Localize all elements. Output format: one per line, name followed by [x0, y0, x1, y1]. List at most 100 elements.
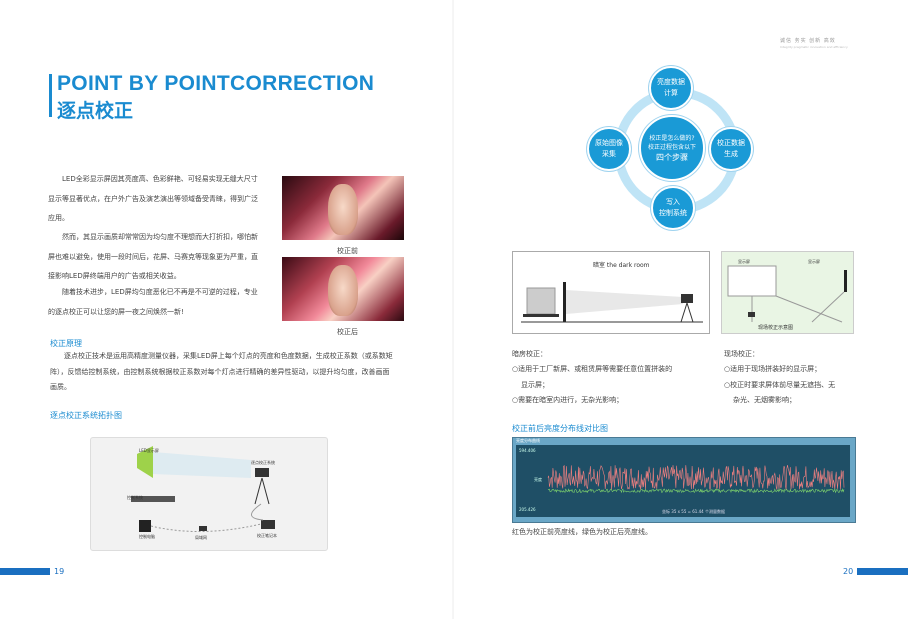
page-number-left: 19: [54, 567, 65, 576]
label-camera: 逐点校正系统: [251, 460, 275, 465]
chart-note: 红色为校正前亮度线，绿色为校正后亮度线。: [512, 528, 652, 536]
label-control-system: 控制系统: [127, 495, 143, 500]
darkroom-item: ○需要在暗室内进行，无杂光影响；: [512, 396, 624, 404]
pc-monitor-shape: [139, 520, 151, 532]
face-image: [328, 183, 358, 235]
principle-line: 逐点校正技术是运用高精度测量仪器，采集LED屏上每个灯点的亮度和色度数据，生成校…: [64, 352, 393, 360]
title-english: POINT BY POINTCORRECTION: [57, 72, 375, 95]
field-sublabel-2: 显示屏: [808, 259, 820, 264]
intro-line: 应用。: [48, 214, 69, 222]
intro-line: 显示等显著优点，在户外广告及演艺演出等领域备受青睐，得到广泛: [48, 194, 258, 203]
camera-link: [251, 503, 264, 521]
laptop-shape: [261, 520, 275, 529]
darkroom-item: ○适用于工厂新屏、或租赁屏等需要任意位置拼装的: [512, 365, 673, 373]
left-page: POINT BY POINTCORRECTION 逐点校正 LED全彩显示屏因其…: [0, 0, 452, 619]
darkroom-item: 显示屏；: [521, 380, 549, 389]
cycle-center: 校正是怎么做的? 校正过程包含以下 四个步骤: [639, 115, 705, 181]
page-number-right: 20: [843, 567, 854, 576]
face-image: [328, 264, 358, 316]
darkroom-svg: [521, 282, 703, 323]
intro-line: 的逐点校正可以让您的屏一夜之间焕然一新!: [48, 307, 184, 316]
side-screen-shape: [844, 270, 847, 292]
guide-line: [811, 291, 845, 323]
camera-shape: [255, 468, 269, 477]
step-image-capture: 原始图像 采集: [587, 127, 631, 171]
luminance-chart: 亮度分布曲线 594.406 205.426 亮度 坐标 35 x 55 = 6…: [512, 437, 856, 523]
field-list: ○适用于现场拼装好的显示屏； ○校正时要求屏体前尽量无遮挡、无 杂光、无烟雾影响…: [724, 362, 854, 409]
y-axis-label: 亮度: [534, 477, 542, 482]
camera-shape: [681, 294, 693, 303]
field-diagram: 显示屏 显示屏 现场校正示意图: [721, 251, 854, 334]
y-tick-top: 594.406: [519, 448, 536, 453]
router-shape: [199, 526, 207, 531]
guide-line: [775, 295, 843, 323]
topology-svg: [131, 446, 275, 533]
tripod-leg: [680, 302, 688, 323]
chart-heading: 校正前后亮度分布线对比图: [512, 424, 608, 433]
footer-bar-left: [0, 568, 50, 575]
title-accent-bar: [49, 74, 52, 117]
caption-before: 校正前: [337, 247, 358, 255]
chart-svg: [547, 464, 845, 494]
intro-line: LED全彩显示屏因其亮度高、色彩鲜艳、可轻易实现无缝大尺寸: [62, 175, 258, 183]
right-page: 诚信 务实 创新 高效 Integrity pragmatic innovati…: [454, 0, 908, 619]
header-tagline: 诚信 务实 创新 高效: [780, 38, 836, 44]
caption-after: 校正后: [337, 328, 358, 336]
label-control-pc: 控制电脑: [139, 534, 155, 539]
series-line-0: [547, 464, 845, 490]
field-item: 杂光、无烟雾影响；: [733, 396, 796, 404]
control-box-shape: [131, 496, 175, 502]
darkroom-heading: 暗房校正：: [512, 350, 547, 358]
tripod-leg: [254, 477, 263, 505]
intro-paragraph-2: 然而，其显示画质却常常因为均匀度不理想而大打折扣，哪怕新 屏也难以避免，使用一段…: [48, 228, 272, 287]
after-correction-photo: [282, 257, 404, 321]
before-correction-photo: [282, 176, 404, 240]
chart-status-text: 坐标 35 x 55 = 61.44 个测量数据: [662, 509, 725, 514]
led-screen-shape: [137, 446, 153, 478]
darkroom-list: ○适用于工厂新屏、或租赁屏等需要任意位置拼装的 显示屏； ○需要在暗室内进行，无…: [512, 362, 712, 409]
led-cabinet-shape: [526, 287, 556, 315]
intro-line: 随着技术进步，LED屏均匀度恶化已不再是不可逆的过程，专业: [62, 288, 258, 296]
tripod-leg: [686, 302, 694, 323]
intro-line: 接影响LED屏终端用户的广告或相关收益。: [48, 272, 181, 280]
principle-line: 画质。: [50, 383, 71, 391]
label-router: 局域网: [195, 535, 207, 540]
center-line: 校正是怎么做的?: [649, 134, 695, 142]
field-sublabel-1: 显示屏: [738, 259, 750, 264]
center-line: 校正过程包含以下: [647, 143, 696, 151]
principle-text: 逐点校正技术是运用高精度测量仪器，采集LED屏上每个灯点的亮度和色度数据，生成校…: [50, 349, 405, 396]
field-item: ○校正时要求屏体前尽量无遮挡、无: [724, 380, 836, 389]
label-laptop: 校正笔记本: [257, 533, 277, 538]
step-brightness-calc: 亮度数据 计算: [649, 66, 693, 110]
chart-window-title: 亮度分布曲线: [516, 438, 540, 443]
series-line-1: [547, 488, 845, 494]
intro-paragraph-3: 随着技术进步，LED屏均匀度恶化已不再是不可逆的过程，专业 的逐点校正可以让您的…: [48, 283, 272, 322]
intro-line: 然而，其显示画质却常常因为均匀度不理想而大打折扣，哪怕新: [62, 233, 258, 241]
principle-heading: 校正原理: [50, 339, 82, 348]
y-tick-bottom: 205.426: [519, 507, 536, 512]
title-chinese: 逐点校正: [57, 100, 134, 122]
field-diagram-label: 现场校正示意图: [758, 325, 794, 331]
light-beam-shape: [566, 290, 683, 314]
network-link: [150, 523, 262, 533]
field-item: ○适用于现场拼装好的显示屏；: [724, 365, 822, 373]
light-beam-shape: [153, 452, 251, 478]
field-svg: [727, 265, 847, 323]
field-heading: 现场校正：: [724, 350, 759, 358]
center-line: 四个步骤: [656, 152, 688, 162]
step-data-generation: 校正数据 生成: [709, 127, 753, 171]
step-write-control: 写入 控制系统: [651, 186, 695, 230]
label-led-screen: LED显示屏: [139, 448, 159, 453]
cabinet-stand: [523, 314, 559, 317]
topology-heading: 逐点校正系统拓扑图: [50, 411, 122, 420]
book-spine: [450, 0, 456, 619]
principle-line: 阵），反馈给控制系统，由控制系统根据校正系数对每个灯点进行精确的差异性驱动，以提…: [50, 367, 390, 376]
chart-plot-area: 594.406 205.426 亮度 坐标 35 x 55 = 61.44 个测…: [516, 445, 850, 517]
footer-bar-right: [857, 568, 908, 575]
intro-line: 屏也难以避免，使用一段时间后，花屏、马赛克等现象更为严重，直: [48, 252, 258, 261]
header-subtagline: Integrity pragmatic innovation and effic…: [780, 45, 848, 49]
darkroom-diagram: 暗室 the dark room: [512, 251, 710, 334]
intro-paragraph-1: LED全彩显示屏因其亮度高、色彩鲜艳、可轻易实现无缝大尺寸 显示等显著优点，在户…: [48, 170, 272, 229]
topology-diagram: LED显示屏 控制系统 控制电脑 逐点校正系统 局域网 校正笔记本: [90, 437, 328, 551]
camera-shape: [748, 312, 755, 317]
